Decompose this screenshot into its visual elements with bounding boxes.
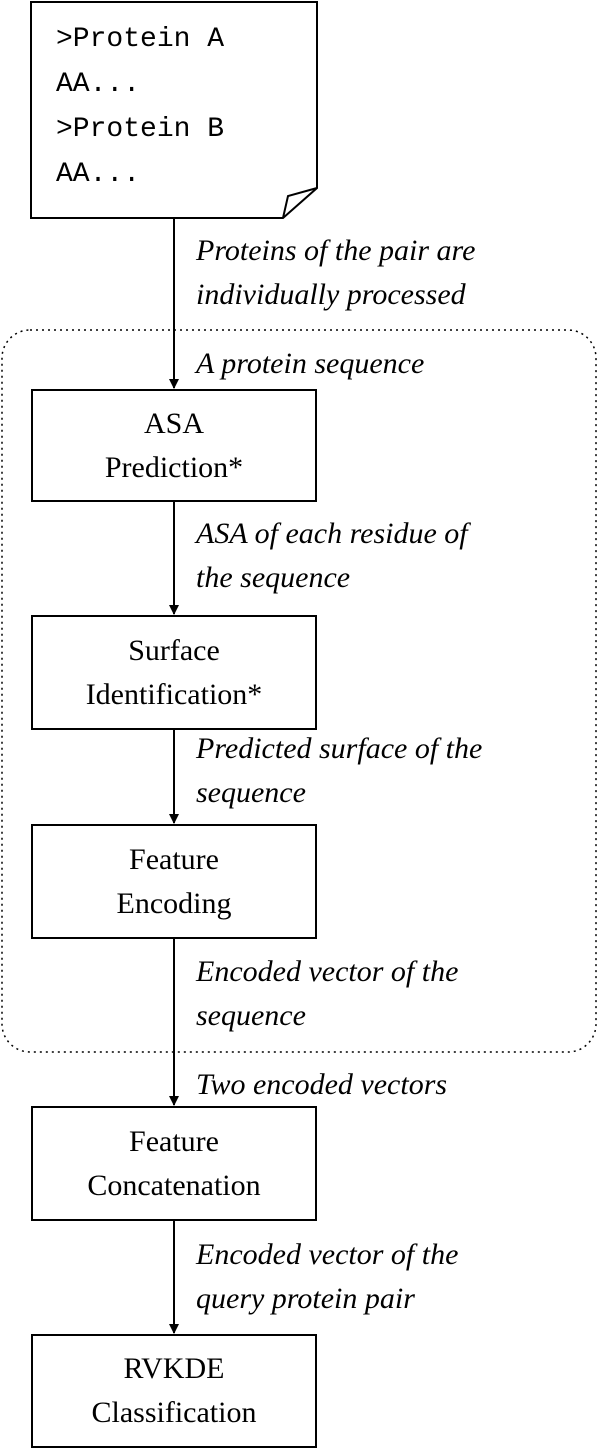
step-line: ASA [143,406,204,440]
pair-processing-label: Proteins of the pair are individually pr… [196,229,475,317]
encoded-output-label: Encoded vector of the sequence [196,950,458,1038]
sequence-line: >Protein B [56,114,225,145]
step-line: RVKDE [123,1352,225,1385]
step-line: Feature [129,1124,219,1158]
document-fold-corner [282,187,318,219]
annotation-line: Encoded vector of the [196,955,459,988]
sequence-line: AA... [56,159,141,190]
annotation-line: ASA of each residue of [196,517,468,550]
step-line: Classification [91,1396,257,1429]
step-line: Encoding [116,886,232,920]
annotation-line: Proteins of the pair are [196,234,476,267]
annotation-line: A protein sequence [196,347,425,380]
surface-output-label: Predicted surface of the sequence [196,727,482,815]
input-sequence-text: >Protein A AA... >Protein B AA... [56,17,224,197]
two-vectors-label: Two encoded vectors [196,1063,447,1107]
annotation-line: sequence [196,999,306,1032]
annotation-line: sequence [196,776,306,809]
asa-prediction-box: ASA Prediction* [31,389,317,502]
surface-identification-box: Surface Identification* [31,615,317,730]
rvkde-classification-box: RVKDE Classification [31,1334,317,1448]
single-sequence-label: A protein sequence [196,342,424,386]
sequence-line: >Protein A [56,24,225,55]
sequence-line: AA... [56,69,141,100]
step-line: Prediction* [104,450,244,484]
annotation-line: query protein pair [196,1282,415,1315]
per-protein-region [1,329,597,1053]
annotation-line: Two encoded vectors [196,1068,448,1101]
step-line: Identification* [85,677,263,711]
annotation-line: the sequence [196,561,351,594]
feature-encoding-box: Feature Encoding [31,824,317,939]
feature-concatenation-box: Feature Concatenation [31,1106,317,1221]
pair-vector-label: Encoded vector of the query protein pair [196,1233,458,1321]
step-line: Concatenation [87,1168,261,1202]
asa-output-label: ASA of each residue of the sequence [196,512,468,600]
step-line: Feature [129,842,219,876]
step-line: Surface [128,633,220,667]
annotation-line: Encoded vector of the [196,1238,459,1271]
annotation-line: Predicted surface of the [196,732,483,765]
annotation-line: individually processed [196,278,466,311]
sequence-document-shape [30,1,318,219]
